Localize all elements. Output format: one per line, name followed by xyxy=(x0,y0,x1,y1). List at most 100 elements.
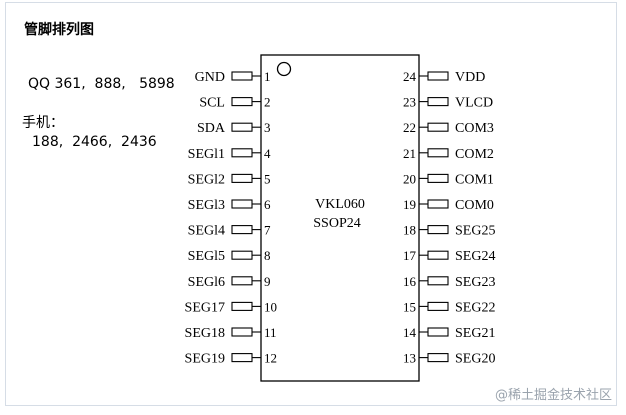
pin-number: 24 xyxy=(403,69,417,84)
pin-number: 9 xyxy=(264,274,271,289)
pin-lead xyxy=(231,353,253,363)
phone-numbers: 188, 2466, 2436 xyxy=(32,134,157,150)
pin-number: 15 xyxy=(403,299,416,314)
phone-label: 手机： xyxy=(22,115,64,131)
right-pin: COM3 22 xyxy=(403,120,494,136)
pin-number: 6 xyxy=(264,197,271,212)
pin-lead xyxy=(427,71,449,81)
pin-number: 4 xyxy=(264,146,271,161)
pin-label: SEG21 xyxy=(455,326,495,341)
pin-label: SEG22 xyxy=(455,300,495,315)
pin-label: SEGl2 xyxy=(188,172,225,187)
pin-lead xyxy=(427,122,449,132)
pin-lead xyxy=(427,250,449,260)
right-pin: COM1 20 xyxy=(403,171,494,187)
right-pin: VLCD 23 xyxy=(403,95,493,111)
pin-lead xyxy=(427,97,449,107)
pin-lead xyxy=(231,199,253,209)
right-pin: SEG24 17 xyxy=(403,248,495,264)
page-title: 管脚排列图 xyxy=(24,22,94,38)
pin-number: 11 xyxy=(264,325,277,340)
right-pin: SEG20 13 xyxy=(403,351,495,367)
pin-label: COM0 xyxy=(455,198,494,213)
left-pin: SEGl5 8 xyxy=(188,248,271,264)
pin-label: SEGl3 xyxy=(188,198,225,213)
pin-number: 21 xyxy=(403,146,416,161)
pin-label: SEG23 xyxy=(455,275,495,290)
pin-number: 19 xyxy=(403,197,416,212)
right-pin: SEG23 16 xyxy=(403,274,495,290)
left-pin: SEGl4 7 xyxy=(188,223,271,239)
pin-label: SEG19 xyxy=(185,352,225,367)
left-pin: SEG18 11 xyxy=(185,325,277,341)
pin-number: 2 xyxy=(264,95,271,110)
pin-label: VLCD xyxy=(455,96,493,111)
pin-lead xyxy=(231,122,253,132)
right-pin: SEG25 18 xyxy=(403,223,495,239)
pin-number: 23 xyxy=(403,95,416,110)
pin-lead xyxy=(231,276,253,286)
pin-number: 14 xyxy=(403,325,417,340)
pin-label: COM3 xyxy=(455,121,494,136)
pin-label: SEG17 xyxy=(185,300,225,315)
pin-lead xyxy=(427,276,449,286)
qq-contact: QQ 361, 888, 5898 xyxy=(28,76,175,92)
pin-label: SEG25 xyxy=(455,224,495,239)
pin-number: 22 xyxy=(403,120,416,135)
left-pin: SEG17 10 xyxy=(185,299,277,315)
pin-label: SDA xyxy=(197,121,226,136)
pin-number: 7 xyxy=(264,223,271,238)
right-pin: VDD 24 xyxy=(403,69,485,85)
left-pin: SEGl3 6 xyxy=(188,197,271,213)
pin-lead xyxy=(427,225,449,235)
pin-lead xyxy=(231,225,253,235)
pin-number: 3 xyxy=(264,120,271,135)
pin-lead xyxy=(231,97,253,107)
pin-number: 12 xyxy=(264,351,277,366)
pin-label: VDD xyxy=(455,70,485,85)
pin-label: SEGl1 xyxy=(188,147,225,162)
pin-label: SEGl4 xyxy=(188,224,225,239)
pin-number: 16 xyxy=(403,274,417,289)
right-pin: SEG22 15 xyxy=(403,299,495,315)
chip-name: VKL060 xyxy=(315,197,365,212)
pin-number: 13 xyxy=(403,351,416,366)
pin-label: COM1 xyxy=(455,172,494,187)
left-pin: SDA 3 xyxy=(197,120,271,136)
right-pin: SEG21 14 xyxy=(403,325,495,341)
pin-number: 5 xyxy=(264,171,271,186)
pin-lead xyxy=(231,71,253,81)
pin-label: SEGl5 xyxy=(188,249,225,264)
pin-lead xyxy=(427,327,449,337)
pin-lead xyxy=(427,148,449,158)
pin-label: SEG20 xyxy=(455,352,495,367)
pin-number: 8 xyxy=(264,248,271,263)
pin-lead xyxy=(427,173,449,183)
pin-lead xyxy=(427,199,449,209)
watermark: @稀土掘金技术社区 xyxy=(494,388,612,403)
pin-lead xyxy=(231,327,253,337)
pin-number: 10 xyxy=(264,299,277,314)
pin-label: GND xyxy=(195,70,225,85)
pin-label: SEG18 xyxy=(185,326,225,341)
pin-number: 1 xyxy=(264,69,271,84)
pin-label: SEG24 xyxy=(455,249,495,264)
chip-package: SSOP24 xyxy=(313,216,360,231)
right-pin: COM2 21 xyxy=(403,146,494,162)
right-pin: COM0 19 xyxy=(403,197,494,213)
pin-number: 18 xyxy=(403,223,416,238)
pin-lead xyxy=(231,250,253,260)
pin-number: 17 xyxy=(403,248,417,263)
pin-number: 20 xyxy=(403,171,416,186)
pin-label: SCL xyxy=(199,96,225,111)
pin-label: COM2 xyxy=(455,147,494,162)
pin-lead xyxy=(231,301,253,311)
pin-lead xyxy=(427,353,449,363)
pin-lead xyxy=(231,148,253,158)
left-pin: GND 1 xyxy=(195,69,271,85)
pin-lead xyxy=(427,301,449,311)
